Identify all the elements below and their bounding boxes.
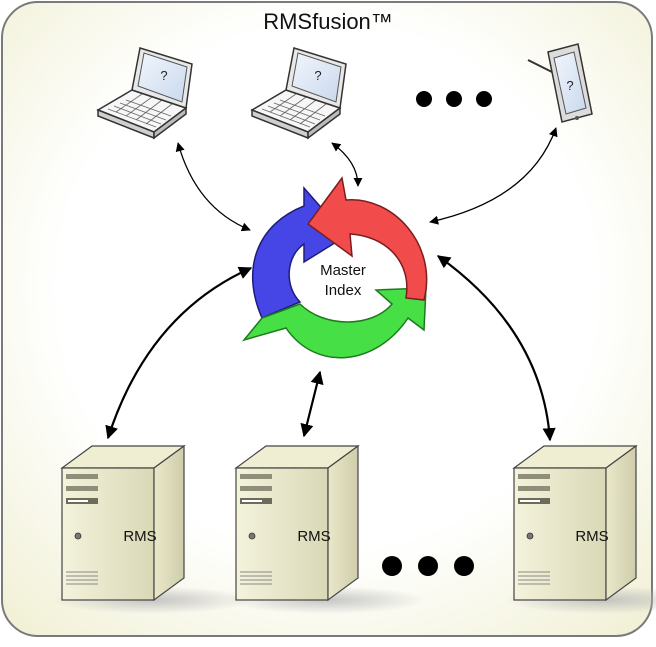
server-1: RMS: [52, 445, 252, 614]
tablet-screen-mark: ?: [566, 78, 573, 93]
ellipsis-icon: [382, 556, 402, 576]
connector-laptop-1: [175, 142, 251, 232]
diagram-title: RMSfusion™: [263, 9, 393, 34]
cycle-arrow-red: [306, 176, 428, 301]
stylus-icon: [527, 59, 553, 73]
laptop-screen-mark: ?: [314, 68, 321, 83]
tablet-icon: [527, 43, 593, 123]
ellipsis-icon: [418, 556, 438, 576]
connector-server-2: [300, 370, 324, 438]
ellipsis-icon: [454, 556, 474, 576]
connector-laptop-2: [331, 142, 363, 187]
server-tower-icon: [61, 445, 185, 601]
clients-ellipsis: [416, 91, 492, 107]
servers-ellipsis: [382, 556, 474, 576]
connector-server-3: [436, 255, 556, 442]
client-connectors: [175, 127, 558, 232]
master-index-label-line2: Index: [325, 282, 362, 299]
server-connectors: [105, 255, 556, 442]
server-label: RMS: [575, 528, 608, 545]
server-label: RMS: [297, 528, 330, 545]
server-tower-icon: [235, 445, 359, 601]
master-index-cycle: Master Index: [241, 176, 428, 359]
server-tower-icon: [513, 445, 637, 601]
ellipsis-icon: [476, 91, 492, 107]
client-laptop-1: ?: [97, 47, 193, 139]
master-index-label-line1: Master: [320, 262, 366, 279]
connector-tablet: [429, 127, 558, 225]
client-laptop-2: ?: [251, 47, 347, 139]
server-label: RMS: [123, 528, 156, 545]
laptop-screen-mark: ?: [160, 68, 167, 83]
ellipsis-icon: [446, 91, 462, 107]
server-3: RMS: [504, 445, 656, 614]
client-tablet: ?: [527, 43, 593, 123]
ellipsis-icon: [416, 91, 432, 107]
server-2: RMS: [226, 445, 426, 614]
connector-server-1: [105, 266, 253, 440]
